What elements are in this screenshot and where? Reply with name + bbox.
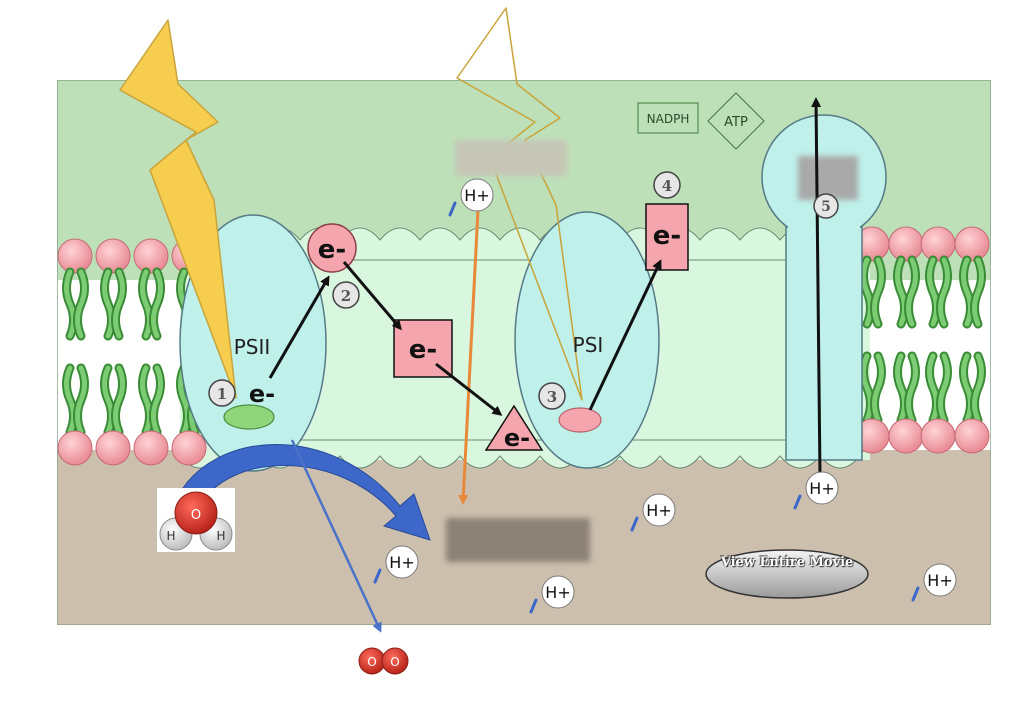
electron-flow-arrows — [268, 259, 662, 416]
psii-reaction-center — [223, 404, 275, 430]
view-entire-movie-label: View Entire Movie — [720, 555, 854, 570]
proton-transport-arrow — [458, 209, 480, 505]
water-splitting-arrow — [175, 444, 431, 541]
electron-carrier-triangle — [484, 404, 544, 451]
blurred-label-plastoquinone — [455, 140, 567, 176]
proton-lumen-4: H+ — [911, 562, 958, 602]
water-molecule-icon: O H H — [157, 488, 235, 552]
psi-reaction-center — [558, 407, 602, 433]
sunlight-bolt-icon — [119, 19, 237, 399]
water-oxygen-label: O — [191, 508, 201, 523]
step-badge-5: 5 — [813, 193, 839, 219]
water-hydrogen-label-right: H — [216, 529, 225, 543]
psi-label: PSI — [573, 333, 604, 357]
step-badge-1: 1 — [208, 379, 236, 407]
proton-lumen-2: H+ — [529, 574, 576, 614]
step-badge-2: 2 — [332, 281, 360, 309]
atp-synthase-proton-arrow — [811, 97, 822, 478]
svg-text:4: 4 — [662, 177, 672, 195]
psii-label: PSII — [234, 335, 271, 359]
electron-carrier-rectangle — [645, 203, 689, 271]
electron-label-rectangle: e- — [653, 221, 681, 251]
electron-carrier-circle — [307, 223, 357, 273]
proton-lumen-3: H+ — [630, 492, 677, 532]
blurred-label-lumen — [446, 518, 590, 562]
electron-label-square: e- — [409, 335, 437, 365]
electron-label-triangle: e- — [504, 424, 530, 452]
proton-atp-synthase: H+ — [793, 470, 840, 510]
oxygen-release-arrow — [290, 439, 382, 633]
sunlight-bolt-outline-icon — [456, 7, 583, 401]
step-badge-4: 4 — [653, 171, 681, 199]
proton-lumen-1: H+ — [373, 544, 420, 584]
electron-label-psii: e- — [249, 380, 275, 408]
oxygen-molecule-icon: O O — [358, 647, 409, 675]
svg-text:5: 5 — [821, 199, 831, 215]
water-hydrogen-label-left: H — [166, 529, 175, 543]
oxygen-label-left: O — [367, 655, 376, 669]
atp-diamond: ATP — [707, 92, 765, 150]
blurred-label-atp-synthase — [798, 156, 858, 200]
nadph-label: NADPH — [647, 112, 690, 126]
electron-label-circle: e- — [318, 235, 346, 265]
svg-text:H+: H+ — [927, 571, 952, 590]
oxygen-label-right: O — [390, 655, 399, 669]
svg-text:H+: H+ — [809, 479, 834, 498]
step-badge-3: 3 — [538, 382, 566, 410]
view-entire-movie-button[interactable]: View Entire Movie — [705, 549, 869, 599]
svg-text:H+: H+ — [389, 553, 414, 572]
svg-text:H+: H+ — [464, 186, 489, 205]
atp-label: ATP — [724, 115, 748, 130]
svg-text:H+: H+ — [545, 583, 570, 602]
proton-stroma: H+ — [448, 177, 495, 217]
svg-text:H+: H+ — [646, 501, 671, 520]
nadph-box: NADPH — [637, 102, 699, 134]
svg-text:3: 3 — [547, 388, 557, 406]
svg-text:2: 2 — [341, 287, 351, 305]
svg-text:1: 1 — [217, 385, 227, 403]
